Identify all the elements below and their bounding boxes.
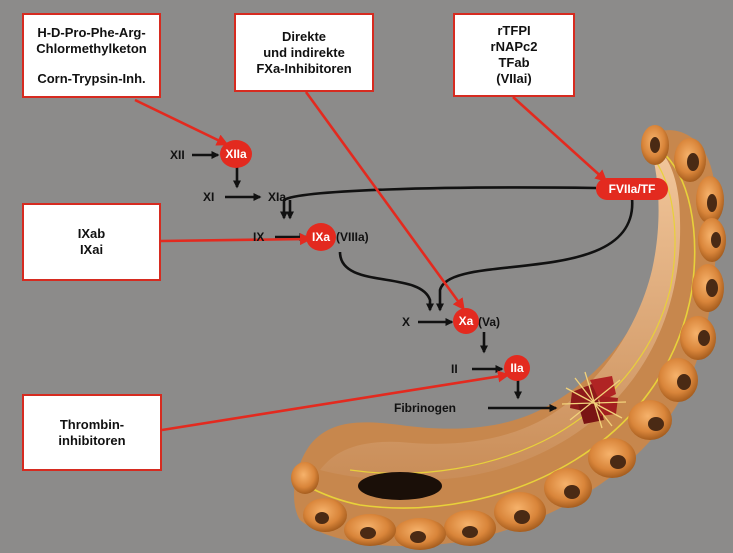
inhibitor-box-xa: Direkte und indirekte FXa-Inhibitoren [234,13,374,92]
inhibitor-arrow-xiia [134,98,229,146]
arrow-fviia-xa [436,197,634,312]
label-fibrinogen: Fibrinogen [394,401,456,415]
label-x: X [402,315,411,329]
inhibitor-box-iia: Thrombin- inhibitoren [22,394,162,471]
arrow-ixa-xa [338,251,434,312]
node-fviia-tf: FVIIa/TF [596,178,668,200]
label-ix: IX [253,230,265,244]
label-viiia: (VIIIa) [336,230,369,244]
inhibitor-arrow-xa [304,91,465,311]
label-va: (Va) [478,315,501,329]
inhibitor-arrow-ixa [160,233,312,246]
node-xiia: XIIa [220,140,252,168]
inhibitor-box-ixa: IXab IXai [22,203,161,281]
node-ixa: IXa [306,223,336,251]
inhibitor-box-fviia: rTFPI rNAPc2 TFab (VIIai) [453,13,575,97]
node-iia: IIa [504,355,530,381]
inhibitor-arrow-fviia [512,96,608,183]
inhibitor-box-xiia: H-D-Pro-Phe-Arg- Chlormethylketon Corn-T… [22,13,161,98]
label-xi: XI [203,190,215,204]
label-xii: XII [170,148,185,162]
label-ii: II [451,362,458,376]
node-xa: Xa [453,308,479,334]
label-xia: XIa [268,190,287,204]
inhibitor-arrow-iia [161,370,510,432]
arrow-fviia-ixa [280,186,597,220]
